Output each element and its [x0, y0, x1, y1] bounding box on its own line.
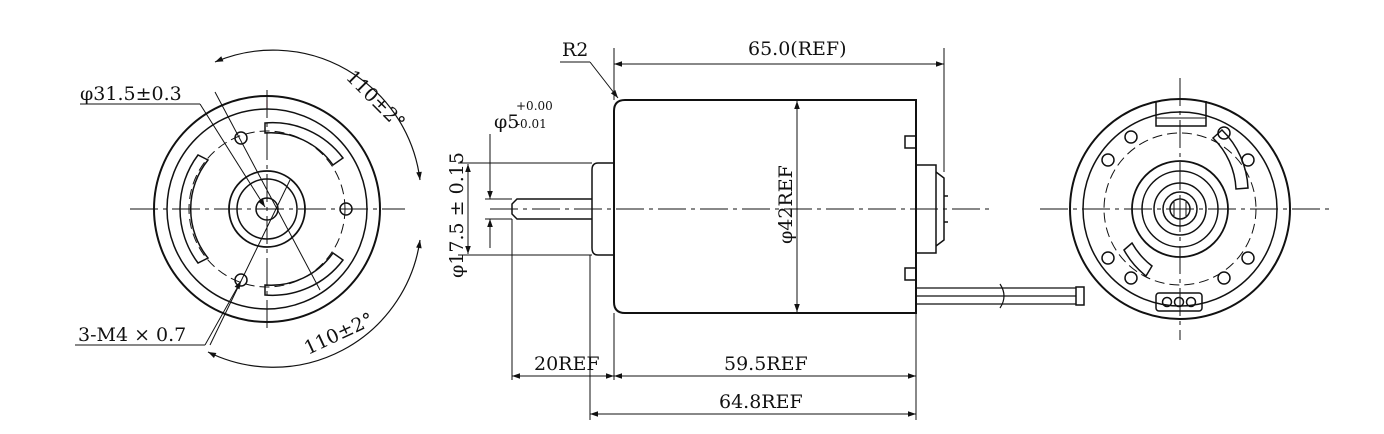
rear-terminal-2: [1173, 296, 1185, 308]
rear-terminal-block: [1155, 292, 1203, 312]
boss-dia-label: φ17.5 ± 0.15: [446, 152, 468, 278]
body-dia-label: φ42REF: [775, 165, 797, 244]
rear-hole-7: [1241, 251, 1255, 265]
wire-break: [999, 283, 1005, 309]
rear-hole-6: [1241, 153, 1255, 167]
rear-tab-bottom: [904, 267, 917, 281]
vent-slot-top: [264, 121, 345, 167]
brush-slot-upper: [1211, 128, 1249, 190]
wire-terminal: [1075, 286, 1085, 306]
rear-top-block: [1155, 101, 1207, 127]
rear-view: [1040, 78, 1330, 340]
shaft-dia-label: φ5: [494, 111, 519, 133]
rear-hole-4: [1124, 271, 1138, 285]
motor-body: [613, 99, 917, 314]
rear-hole-1: [1124, 130, 1138, 144]
corner-radius-label: R2: [562, 39, 588, 61]
angle-label-top: 110±2°: [341, 66, 409, 134]
rear-hole-8: [1217, 271, 1231, 285]
rear-hole-3: [1101, 251, 1115, 265]
angle-arc-bottom: [207, 239, 422, 368]
shaft-tol-lower: -0.01: [516, 117, 547, 131]
total-length-label: 64.8REF: [719, 391, 803, 413]
body-length-label: 59.5REF: [724, 353, 808, 375]
shaft-length-label: 20REF: [534, 353, 600, 375]
front-view: [75, 49, 422, 368]
rear-tab-top: [904, 135, 917, 149]
screw-spec-label: 3-M4 × 0.7: [78, 324, 186, 346]
overall-length-label: 65.0(REF): [748, 38, 847, 60]
rear-hole-2: [1101, 153, 1115, 167]
angle-arc-top: [214, 49, 422, 181]
vent-slot-left: [179, 154, 210, 264]
rear-terminal-1: [1161, 296, 1173, 308]
rear-hole-5: [1217, 126, 1231, 140]
brush-slot-lower: [1123, 241, 1153, 278]
r2-leader: [589, 61, 619, 99]
rear-terminal-3: [1185, 296, 1197, 308]
side-view: [458, 48, 1085, 420]
shaft-tol-upper: +0.00: [516, 99, 553, 113]
bolt-circle-dimension: φ31.5±0.3: [80, 83, 182, 105]
